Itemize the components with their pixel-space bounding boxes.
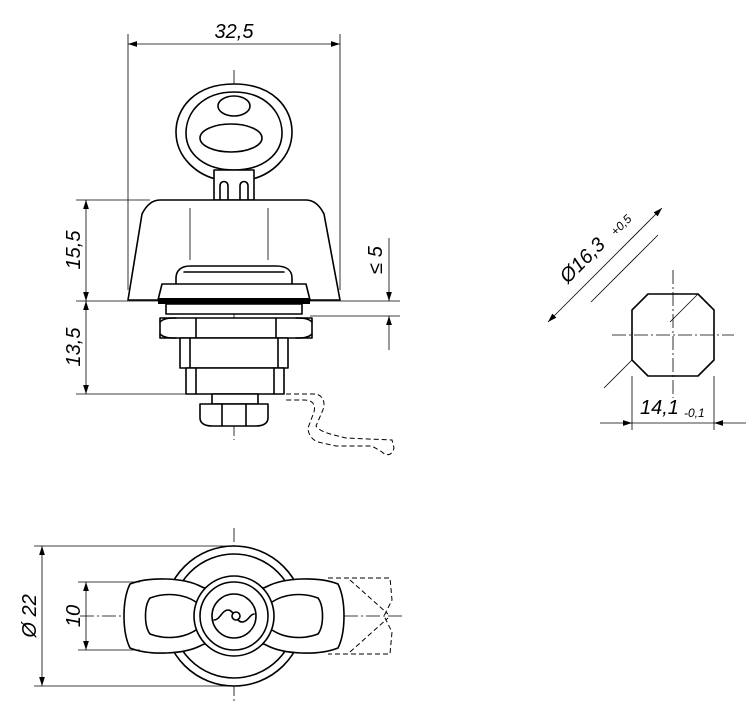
dim-key-diameter-tolerance: +0,5 (608, 212, 635, 239)
lower-body (185, 367, 285, 395)
dim-height-head: 15,5 (63, 230, 85, 270)
threaded-body (179, 337, 289, 369)
key-grip-slot (199, 123, 263, 153)
dim-handle-width: 10 (63, 605, 85, 627)
cylinder-middle (199, 581, 269, 651)
cylinder-core (211, 593, 257, 639)
flange-top (157, 283, 311, 301)
dim-across-flats: 14,1 (640, 397, 679, 419)
key-hole-top (217, 95, 251, 117)
diag-ext-line-inner (590, 234, 659, 303)
dim-height-body: 13,5 (63, 327, 85, 367)
cam-shaft (211, 393, 259, 405)
dim-line-diagonal (547, 207, 663, 323)
cam-hidden-outline (286, 393, 395, 456)
key-bow (175, 83, 293, 181)
dim-width-overall: 32,5 (215, 21, 255, 43)
keyway-pin (231, 611, 241, 621)
hex-nut-chamfers (159, 317, 313, 339)
hex-nut (159, 317, 313, 339)
key-shank-groove-right (239, 180, 249, 201)
key-section-view: Ø16,3 +0,5 14,1 -0,1 (547, 207, 746, 430)
side-view: 32,5 15,5 13,5 ≤ 5 (63, 21, 400, 456)
dim-across-flats-tolerance: -0,1 (684, 406, 705, 420)
cam-hidden-diagonal-upper (349, 579, 389, 615)
diag-ext-line-upper (669, 293, 699, 323)
dim-key-diameter: Ø16,3 (555, 234, 610, 289)
cam-screw-head (199, 403, 269, 427)
diag-ext-line-lower (603, 359, 633, 389)
flange-bottom (165, 303, 303, 315)
key-shank-groove-left (219, 180, 229, 201)
dim-flange-diameter: Ø 22 (19, 594, 41, 638)
bottom-view: Ø 22 10 (19, 528, 404, 704)
dim-panel-thickness: ≤ 5 (365, 245, 387, 274)
cam-hidden-diagonal-lower (349, 617, 389, 653)
